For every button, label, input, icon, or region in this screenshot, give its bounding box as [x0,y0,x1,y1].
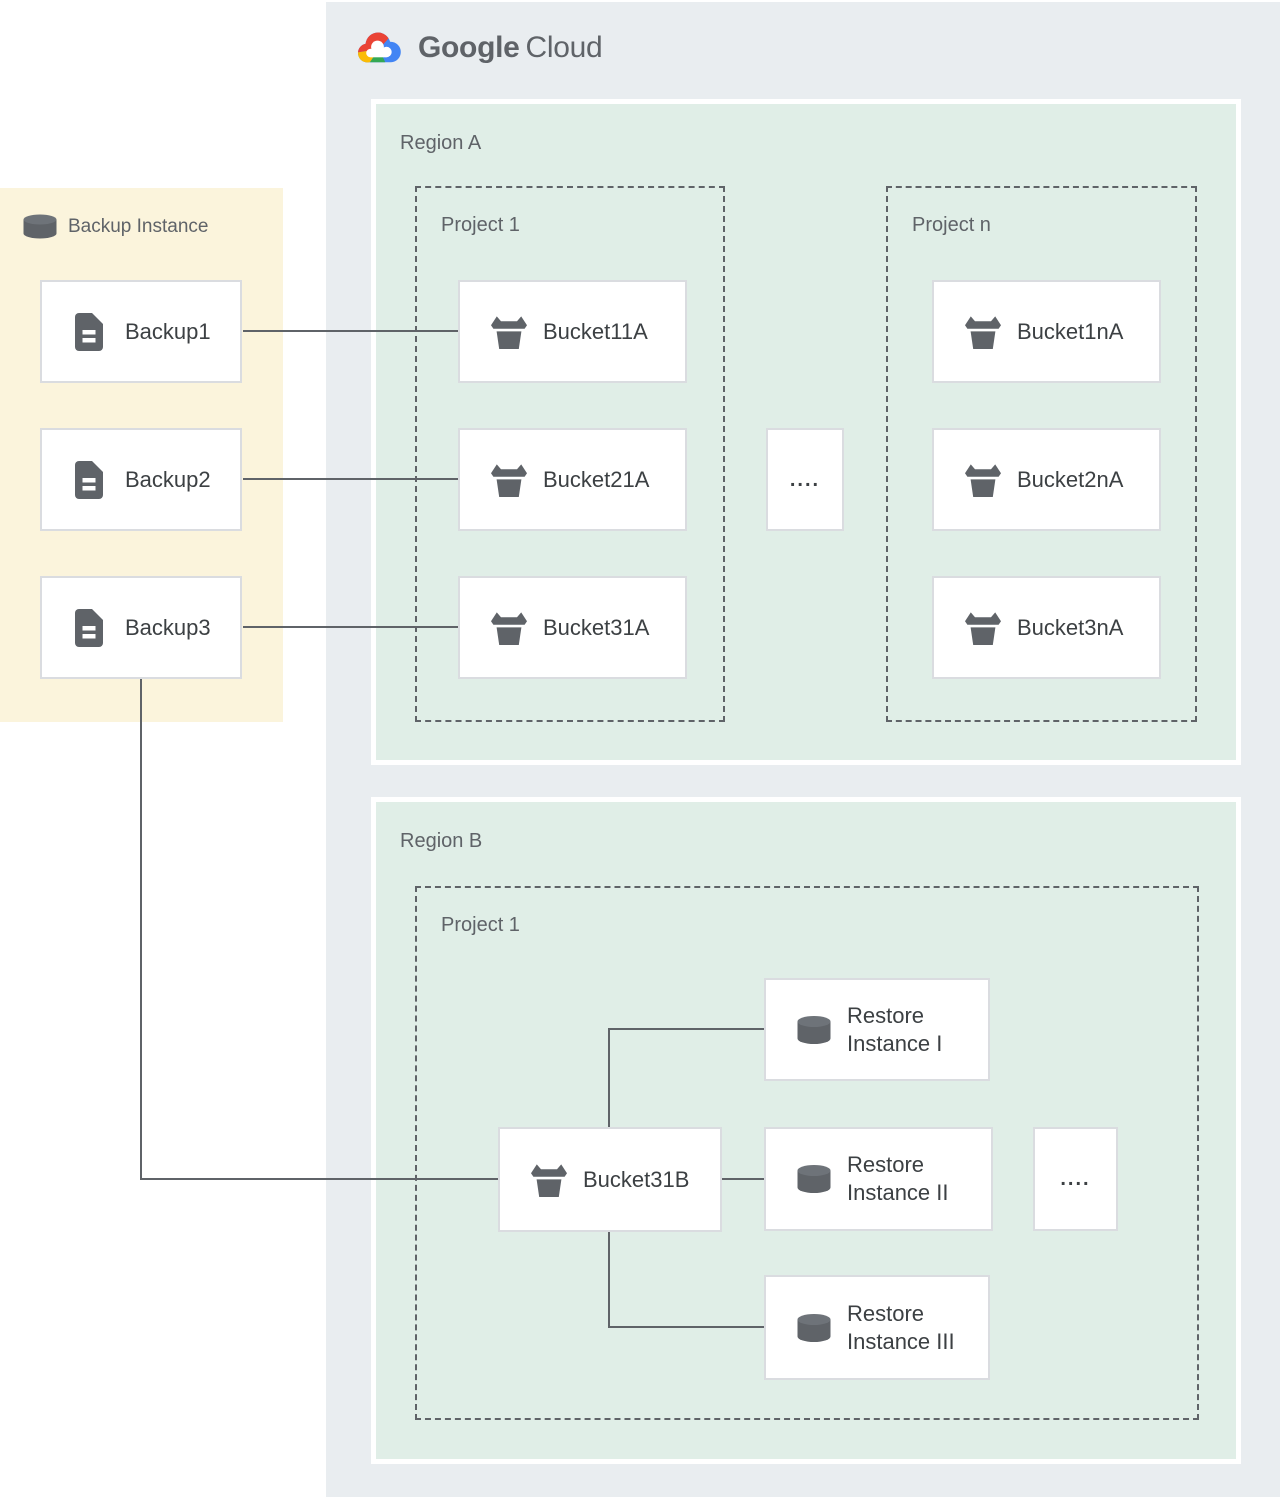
connector-backup3-bucket31b-vertical [140,679,142,1180]
bucket1na-node: Bucket1nA [932,280,1161,383]
logo-brand: Google [418,31,520,64]
bucket-icon [531,1163,567,1197]
bucket-icon [491,611,527,645]
bucket2na-label: Bucket2nA [1017,466,1124,492]
restore-instance-2-label: Restore Instance II [847,1152,949,1205]
bucket-icon [965,463,1001,497]
backup1-node: Backup1 [40,280,242,383]
bucket-icon [491,315,527,349]
restore-instance-1-label: Restore Instance I [847,1002,943,1056]
restore-instance-1-node: Restore Instance I [764,978,990,1081]
region-b-ellipsis: .... [1060,1168,1091,1190]
connector-bucket31b-restore2 [722,1178,764,1180]
bucket3na-node: Bucket3nA [932,576,1161,679]
document-icon [75,312,103,351]
document-icon [75,460,103,499]
backup-panel-title: Backup Instance [68,215,209,237]
document-icon [75,608,103,647]
connector-bucket31b-restore3-horizontal [608,1326,764,1328]
connector-bucket31b-restore1-horizontal [608,1028,764,1030]
restore-instance-3-node: Restore Instance III [764,1275,990,1380]
logo-product: Cloud [525,31,603,64]
bucket21a-label: Bucket21A [543,466,650,492]
bucket11a-label: Bucket11A [543,318,648,344]
region-a-ellipsis-node: .... [766,428,844,531]
connector-backup2-bucket21a [243,478,458,480]
region-a-project-n: Project n [886,186,1197,722]
bucket1na-label: Bucket1nA [1017,318,1124,344]
connector-bucket31b-restore1-vertical [608,1028,610,1127]
region-a-ellipsis: .... [789,468,821,491]
restore-instance-3-label: Restore Instance III [847,1300,955,1354]
backup-panel-header: Backup Instance [22,214,208,239]
region-a-label: Region A [400,132,482,154]
connector-backup3-bucket31a [243,626,458,628]
bucket-icon [965,611,1001,645]
backup3-label: Backup3 [125,614,211,640]
bucket31a-label: Bucket31A [543,614,650,640]
backup2-label: Backup2 [125,466,211,492]
database-icon [797,1015,831,1044]
restore-instance-2-node: Restore Instance II [764,1127,993,1231]
connector-backup3-bucket31b-horizontal [140,1178,498,1180]
bucket31b-label: Bucket31B [583,1166,690,1192]
region-a-project-n-label: Project n [912,214,991,236]
region-b-ellipsis-node: .... [1033,1127,1118,1231]
database-icon [23,214,57,239]
region-b-project-1-label: Project 1 [441,914,520,936]
bucket-icon [491,463,527,497]
bucket31a-node: Bucket31A [458,576,687,679]
backup1-label: Backup1 [125,318,211,344]
bucket11a-node: Bucket11A [458,280,687,383]
connector-bucket31b-restore3-vertical [608,1232,610,1328]
region-b-label: Region B [400,830,483,852]
backup2-node: Backup2 [40,428,242,531]
connector-backup1-bucket11a [243,330,458,332]
database-icon [797,1313,831,1342]
database-icon [797,1165,831,1193]
bucket31b-node: Bucket31B [498,1127,722,1232]
google-cloud-icon [358,32,401,63]
bucket2na-node: Bucket2nA [932,428,1161,531]
region-a-project-1-label: Project 1 [441,214,520,236]
backup3-node: Backup3 [40,576,242,679]
bucket21a-node: Bucket21A [458,428,687,531]
region-a-project-1: Project 1 [415,186,725,722]
bucket-icon [965,315,1001,349]
region-b-project-1: Project 1 [415,886,1199,1420]
bucket3na-label: Bucket3nA [1017,614,1124,640]
